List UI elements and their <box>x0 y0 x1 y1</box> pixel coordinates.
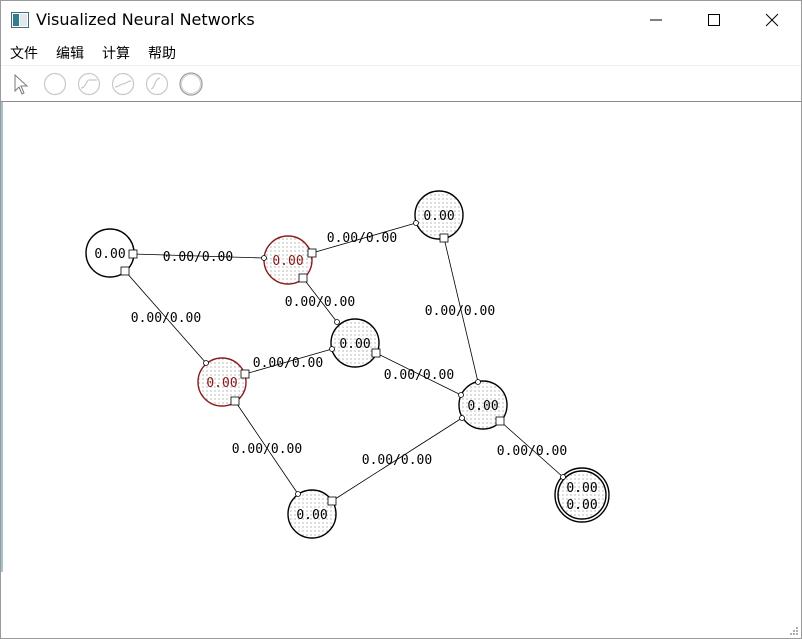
edge-n2-n3[interactable] <box>311 222 417 254</box>
output-port[interactable] <box>307 248 317 258</box>
double-circle-icon <box>179 72 203 96</box>
maximize-button[interactable] <box>685 1 743 39</box>
minimize-icon <box>650 19 662 21</box>
close-button[interactable] <box>743 1 801 39</box>
left-edge-accent <box>1 102 3 572</box>
node-tool[interactable] <box>42 71 68 97</box>
edge-n7-n6[interactable] <box>331 417 463 502</box>
output-port[interactable] <box>439 233 449 243</box>
edge-weight-label: 0.00/0.00 <box>285 295 355 310</box>
input-port[interactable] <box>203 360 209 366</box>
pointer-tool[interactable] <box>8 71 34 97</box>
output-port[interactable] <box>371 348 381 358</box>
neuron-node-n5[interactable]: 0.00 <box>197 357 247 407</box>
edge-weight-label: 0.00/0.00 <box>362 453 432 468</box>
node-value-label: 0.00 <box>467 399 498 414</box>
menu-compute[interactable]: 计算 <box>102 46 130 62</box>
close-icon <box>765 13 779 27</box>
input-port[interactable] <box>334 319 340 325</box>
node-value-label: 0.00 <box>423 209 454 224</box>
neuron-node-n4[interactable]: 0.00 <box>330 318 380 368</box>
node-value-label: 0.00 <box>206 376 237 391</box>
input-port[interactable] <box>295 491 301 497</box>
window-title: Visualized Neural Networks <box>36 10 255 29</box>
output-port[interactable] <box>327 496 337 506</box>
edge-n3-n6[interactable] <box>443 237 479 383</box>
node-value-label: 0.00 <box>94 247 125 262</box>
edge-n2-n4[interactable] <box>302 277 338 323</box>
app-icon <box>11 12 29 28</box>
minimize-button[interactable] <box>627 1 685 39</box>
title-bar[interactable]: Visualized Neural Networks <box>1 1 801 39</box>
node-circle[interactable] <box>330 318 380 368</box>
output-port[interactable] <box>230 396 240 406</box>
relu-node-tool[interactable] <box>144 71 170 97</box>
edge-n5-n7[interactable] <box>234 400 299 495</box>
edge-n1-n2[interactable] <box>132 253 265 259</box>
input-port[interactable] <box>475 379 481 385</box>
node-circle[interactable] <box>197 357 247 407</box>
neuron-node-n7[interactable]: 0.00 <box>287 489 337 539</box>
output-port[interactable] <box>120 266 130 276</box>
input-port[interactable] <box>459 415 465 421</box>
edge-weight-label: 0.00/0.00 <box>253 356 323 371</box>
neuron-node-n6[interactable]: 0.00 <box>458 380 508 430</box>
node-value-label: 0.00 <box>339 337 370 352</box>
node-value-label: 0.00 <box>566 481 597 496</box>
sigmoid-node-tool[interactable] <box>76 71 102 97</box>
input-port[interactable] <box>413 220 419 226</box>
toolbar <box>1 66 801 102</box>
edge-n1-n5[interactable] <box>124 270 207 364</box>
output-port[interactable] <box>495 416 505 426</box>
edge-weight-label: 0.00/0.00 <box>131 311 201 326</box>
menu-file[interactable]: 文件 <box>10 46 38 62</box>
node-circle[interactable] <box>458 380 508 430</box>
circle-icon <box>43 72 67 96</box>
tanh-circle-icon <box>111 72 135 96</box>
output-port[interactable] <box>298 273 308 283</box>
output-port[interactable] <box>240 369 250 379</box>
output-node-tool[interactable] <box>178 71 204 97</box>
edge-weight-label: 0.00/0.00 <box>232 442 302 457</box>
cursor-arrow-icon <box>14 73 29 95</box>
node-circle[interactable] <box>287 489 337 539</box>
edge-n4-n6[interactable] <box>375 352 462 396</box>
edge-weight-label: 0.00/0.00 <box>497 444 567 459</box>
input-port[interactable] <box>560 474 566 480</box>
input-port[interactable] <box>261 255 267 261</box>
menu-help[interactable]: 帮助 <box>148 46 176 62</box>
neuron-node-n1[interactable]: 0.00 <box>85 228 135 278</box>
node-value-label: 0.00 <box>296 508 327 523</box>
sigmoid-circle-icon <box>77 72 101 96</box>
edge-weight-label: 0.00/0.00 <box>425 304 495 319</box>
neuron-node-n2[interactable]: 0.00 <box>263 235 313 285</box>
neuron-node-n8[interactable]: 0.00 0.00 <box>554 467 610 523</box>
menu-bar: 文件 编辑 计算 帮助 <box>1 39 801 66</box>
maximize-icon <box>708 14 720 26</box>
output-port[interactable] <box>128 249 138 259</box>
output-node-ring <box>554 467 610 523</box>
input-port[interactable] <box>458 392 464 398</box>
edge-weight-label: 0.00/0.00 <box>327 231 397 246</box>
input-port[interactable] <box>329 346 335 352</box>
tanh-node-tool[interactable] <box>110 71 136 97</box>
edge-weight-label: 0.00/0.00 <box>163 250 233 265</box>
neuron-node-n3[interactable]: 0.00 <box>414 190 464 240</box>
relu-circle-icon <box>145 72 169 96</box>
menu-edit[interactable]: 编辑 <box>56 46 84 62</box>
node-value-label: 0.00 <box>272 254 303 269</box>
node-circle[interactable] <box>557 470 607 520</box>
edge-n5-n4[interactable] <box>244 348 333 375</box>
node-circle[interactable] <box>414 190 464 240</box>
node-output-label: 0.00 <box>566 498 597 513</box>
edge-weight-label: 0.00/0.00 <box>384 368 454 383</box>
resize-grip-icon[interactable] <box>789 626 799 636</box>
edge-n6-n8[interactable] <box>499 420 564 478</box>
